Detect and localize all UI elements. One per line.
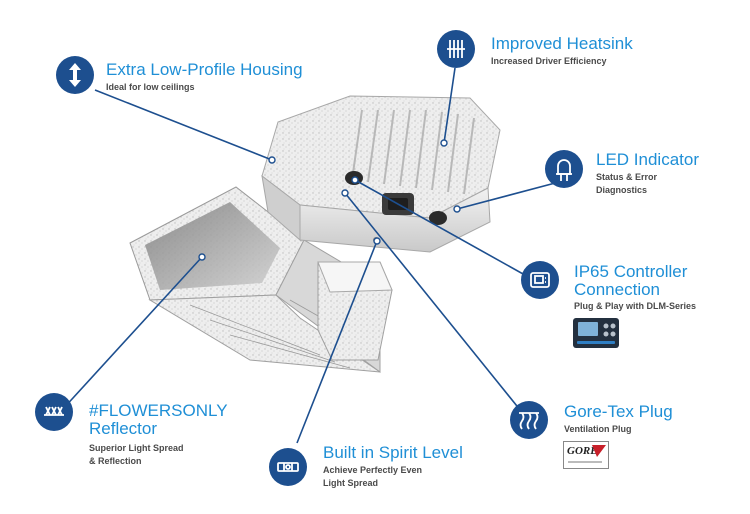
feature-subtitle: Ideal for low ceilings — [106, 82, 195, 92]
feature-subtitle-line1: Achieve Perfectly Even — [323, 465, 423, 475]
feature-title-line2: Connection — [574, 280, 661, 299]
led-bulb-icon — [545, 150, 583, 188]
feature-subtitle-line2: Light Spread — [323, 478, 379, 488]
feature-subtitle-line1: Status & Error — [596, 172, 658, 182]
feature-subtitle: Plug & Play with DLM-Series — [574, 301, 697, 311]
leader-lines — [61, 67, 560, 444]
feature-title: Improved Heatsink — [491, 34, 633, 53]
gore-logo-mark — [592, 445, 606, 457]
lamp-holder-shape — [317, 237, 393, 361]
heatsink-fins-icon — [437, 30, 475, 68]
feature-title: Extra Low-Profile Housing — [106, 60, 303, 79]
feature-title-line1: IP65 Controller — [574, 262, 688, 281]
feature-subtitle: Ventilation Plug — [564, 424, 632, 434]
gore-logo-tagline-bar — [568, 461, 602, 463]
feature-subtitle-line2: & Reflection — [89, 456, 142, 466]
feature-subtitle: Increased Driver Efficiency — [491, 56, 607, 66]
vent-waves-icon — [510, 401, 548, 439]
ballast-housing-shape — [261, 95, 501, 253]
gore-logo: GORE — [563, 441, 609, 469]
up-down-arrow-icon — [56, 56, 94, 94]
feature-subtitle-line2: Diagnostics — [596, 185, 648, 195]
controller-device-icon — [573, 318, 619, 348]
controller-screen-icon — [521, 261, 559, 299]
feature-subtitle-line1: Superior Light Spread — [89, 443, 184, 453]
leader-dots — [198, 139, 461, 261]
feature-title-line2: Reflector — [89, 419, 158, 438]
gore-logo-text: GORE — [567, 445, 598, 457]
feature-title: Built in Spirit Level — [323, 443, 463, 462]
feature-title: Gore-Tex Plug — [564, 402, 673, 421]
reflector-rays-icon — [35, 393, 73, 431]
spirit-level-icon — [269, 448, 307, 486]
feature-title-line1: #FLOWERSONLY — [89, 401, 228, 420]
feature-title: LED Indicator — [596, 150, 699, 169]
